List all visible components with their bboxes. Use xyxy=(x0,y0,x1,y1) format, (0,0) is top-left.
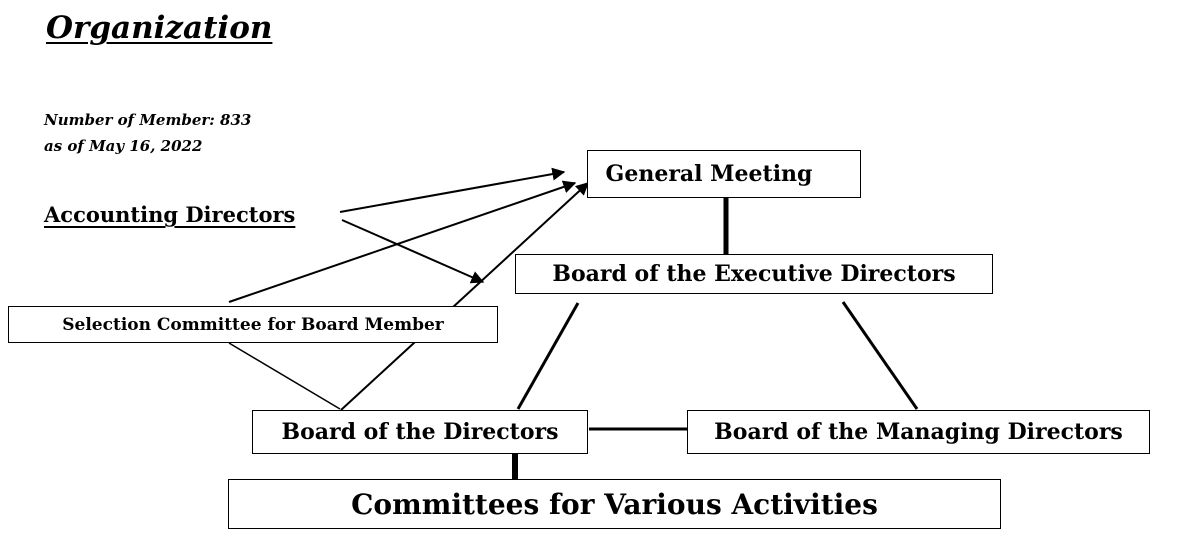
member-count: Number of Member: 833 xyxy=(44,111,252,129)
arrow-ad-to-gm xyxy=(339,167,566,213)
node-board-executive-directors: Board of the Executive Directors xyxy=(515,254,993,294)
node-committees-various-activities: Committees for Various Activities xyxy=(228,479,1001,529)
connector-bed-to-bod xyxy=(516,302,580,410)
arrow-ad-to-bed xyxy=(341,219,485,284)
node-board-managing-directors: Board of the Managing Directors xyxy=(687,410,1150,454)
connector-bed-to-bmd xyxy=(841,301,919,410)
arrow-scbm-to-gm xyxy=(228,180,577,303)
node-accounting-directors: Accounting Directors xyxy=(44,202,296,227)
node-board-directors: Board of the Directors xyxy=(252,410,588,454)
node-selection-committee: Selection Committee for Board Member xyxy=(8,306,498,343)
page-title: Organization xyxy=(46,10,273,46)
node-general-meeting: General Meeting xyxy=(587,150,861,198)
arrow-bod-to-gm xyxy=(340,182,589,411)
as-of-date: as of May 16, 2022 xyxy=(44,137,203,155)
connector-scbm-to-bod xyxy=(228,342,341,410)
